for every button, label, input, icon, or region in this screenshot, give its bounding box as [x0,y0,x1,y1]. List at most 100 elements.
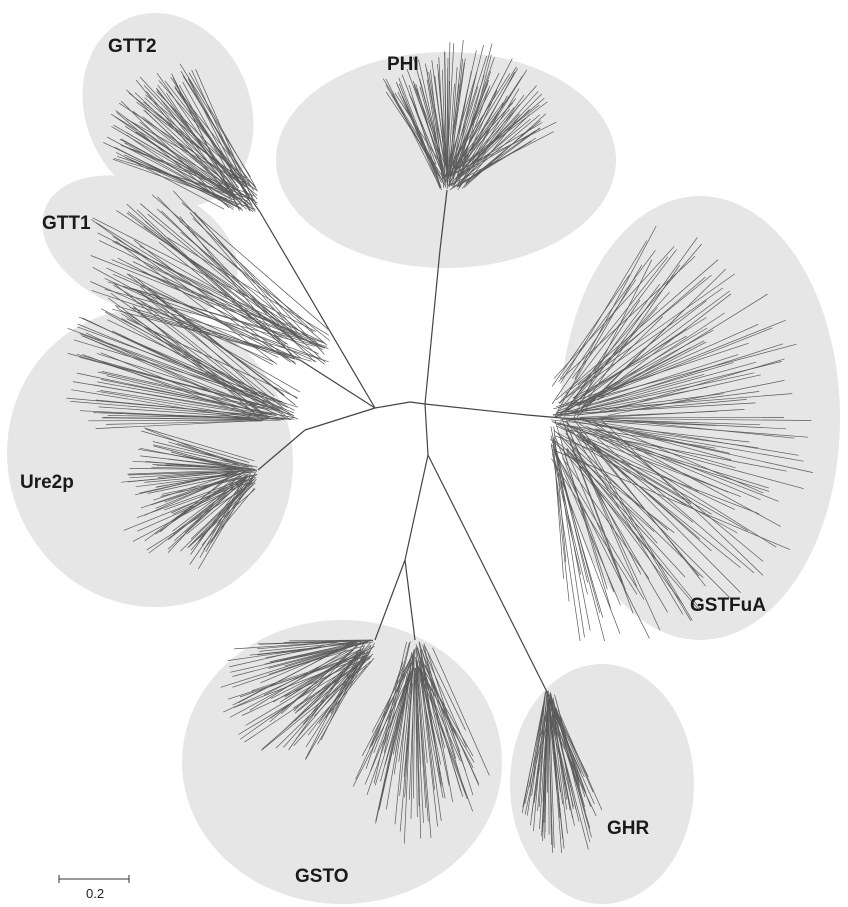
leaf-branch [173,474,245,521]
leaf-branch [449,104,540,175]
leaf-branch [160,474,257,497]
leaf-branch [260,661,372,751]
leaf-branch [151,466,241,471]
leaf-branch [453,114,541,188]
leaf-branch [553,430,669,531]
leaf-branch [452,55,488,163]
leaf-branch [380,662,414,801]
leaf-branch [85,332,254,412]
leaf-branch [454,57,495,171]
leaf-branch [448,83,455,167]
leaf-branch [426,69,446,184]
leaf-branch [148,481,245,554]
gsto-label: GSTO [295,866,349,887]
leaf-branch [153,445,243,470]
clade-labels: GTT2 PHI GTT1 Ure2p GSTFuA GSTO GHR [20,36,766,887]
leaf-branch [571,256,669,379]
leaf-branch [135,277,275,397]
leaf-branch [244,657,371,743]
leaf-branch [549,700,555,848]
leaf-branch [264,644,348,665]
leaf-branch [135,473,240,488]
leaf-branch [173,190,325,355]
gstfua-label: GSTFuA [690,595,766,616]
leaf-branch [416,662,432,838]
leaf-branch [203,487,255,550]
phi-label: PHI [387,54,419,75]
leaf-branch [124,142,244,211]
leaf-branch [157,196,296,342]
leaf-branch [553,448,650,639]
leaf-branch [265,640,358,659]
leaf-branch [553,421,804,490]
leaf-branch [422,644,457,759]
leaf-branch [151,194,328,346]
leaf-branch [597,409,745,419]
leaf-branch [364,667,415,785]
leaf-branch [171,73,240,212]
leaf-branch [561,419,626,590]
leaf-branch [325,658,375,718]
leaf-branch [278,641,374,662]
leaf-branch [601,417,795,439]
leaf-branch [145,428,239,466]
leaf-branch [187,481,252,549]
leaf-branch [422,648,467,748]
leaf-branch [447,121,557,177]
leaf-branch [371,656,413,733]
leaf-branch [192,217,314,333]
leaf-branch [552,453,582,575]
leaf-branch [154,295,285,396]
leaf-branch [450,50,477,164]
leaf-branch [144,110,247,210]
leaf-branch [401,74,437,165]
leaf-branch [385,78,441,188]
leaf-branch [539,711,548,829]
leaf-branch [550,703,568,834]
tree-leaves [66,39,814,854]
leaf-branch [92,266,273,366]
leaf-branch [559,290,731,418]
leaf-branch [548,723,553,853]
leaf-branch [547,702,550,835]
leaf-branch [71,389,245,419]
leaf-branch [418,59,445,174]
leaf-branch [233,654,369,709]
leaf-branch [522,699,546,808]
ghr-leaf-fan [521,690,603,854]
leaf-branch [424,645,466,731]
leaf-branch [128,273,296,363]
leaf-branch [141,430,250,463]
leaf-branch [448,107,515,187]
leaf-branch [574,417,785,419]
leaf-branch [410,96,440,167]
leaf-branch [415,668,421,765]
leaf-branch [555,259,719,401]
leaf-branch [127,471,237,483]
leaf-branch [418,641,466,795]
leaf-branch [567,424,728,493]
leaf-branch [294,656,368,714]
leaf-branch [98,406,285,421]
leaf-branch [100,352,265,421]
leaf-branch [559,393,724,415]
leaf-branch [572,335,687,399]
leaf-branch [569,283,660,406]
leaf-branch [293,665,368,747]
leaf-branch [70,401,270,418]
leaf-branch [82,317,277,411]
leaf-branch [256,640,352,650]
leaf-branch [559,250,656,379]
ure2p-lower-leaf-fan [121,427,258,570]
leaf-branch [592,435,770,492]
leaf-branch [136,302,329,363]
leaf-branch [153,444,240,465]
leaf-branch [591,441,749,532]
leaf-branch [570,433,661,631]
leaf-branch [156,208,326,363]
leaf-branch [160,98,235,197]
leaf-branch [578,423,777,548]
leaf-branch [191,69,246,188]
leaf-branch [112,236,289,345]
leaf-branch [462,97,545,169]
